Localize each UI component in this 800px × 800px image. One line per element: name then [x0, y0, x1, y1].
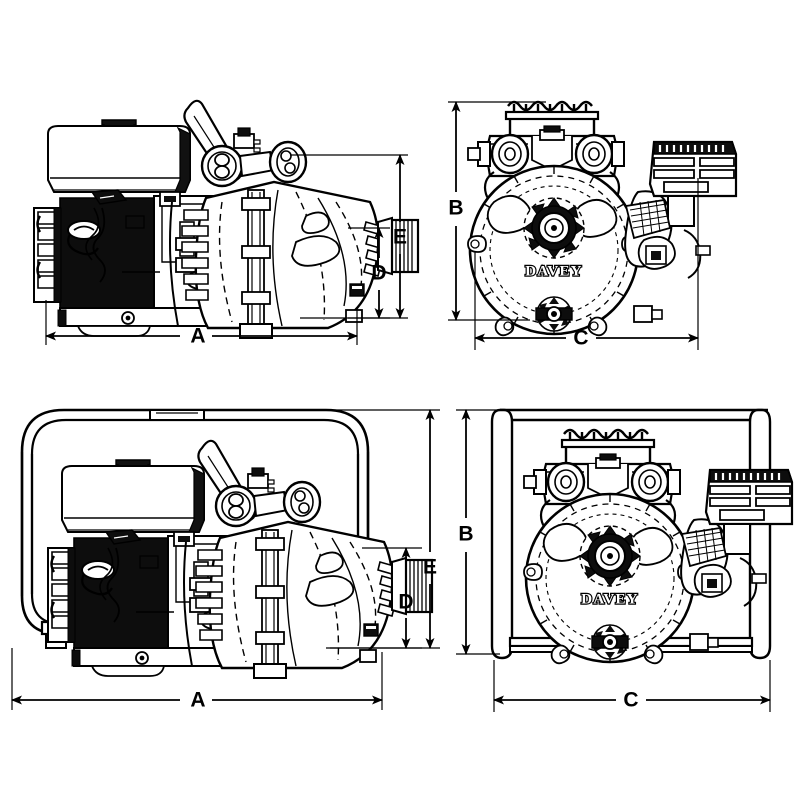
dimension-label-a: A: [190, 325, 205, 348]
dimension-label-b: B: [458, 523, 473, 546]
dimension-d-side-framed: D: [398, 547, 414, 649]
dimension-b-front-bare: B: [448, 101, 464, 321]
brand-logo-davey: DAVEY: [525, 263, 582, 279]
dimension-e-side-bare: E: [393, 154, 407, 319]
dimension-c-front-framed: C: [493, 689, 771, 712]
view-front-bare: DAVEY B C: [448, 100, 738, 350]
dimension-label-d: D: [371, 262, 386, 285]
dimension-e-side-framed: E: [423, 409, 437, 649]
dimension-d-side-bare: D: [371, 227, 387, 319]
dimension-label-c: C: [573, 327, 588, 350]
dimension-label-e: E: [393, 226, 407, 249]
dimension-label-a: A: [190, 689, 205, 712]
dimension-label-e: E: [423, 556, 437, 579]
dimension-a-side-bare: A: [45, 325, 358, 348]
dimension-a-side-framed: A: [11, 689, 383, 712]
dimension-c-front-bare: C: [474, 327, 699, 350]
brand-logo-davey: DAVEY: [581, 591, 638, 607]
dimension-label-d: D: [398, 591, 413, 614]
dimension-label-b: B: [448, 197, 463, 220]
view-side-bare: A D E: [32, 99, 420, 348]
dimension-label-c: C: [623, 689, 638, 712]
view-side-framed: A D E: [11, 408, 440, 712]
dimension-b-front-framed: B: [458, 409, 474, 655]
view-front-framed: DAVEY B C: [456, 408, 794, 712]
